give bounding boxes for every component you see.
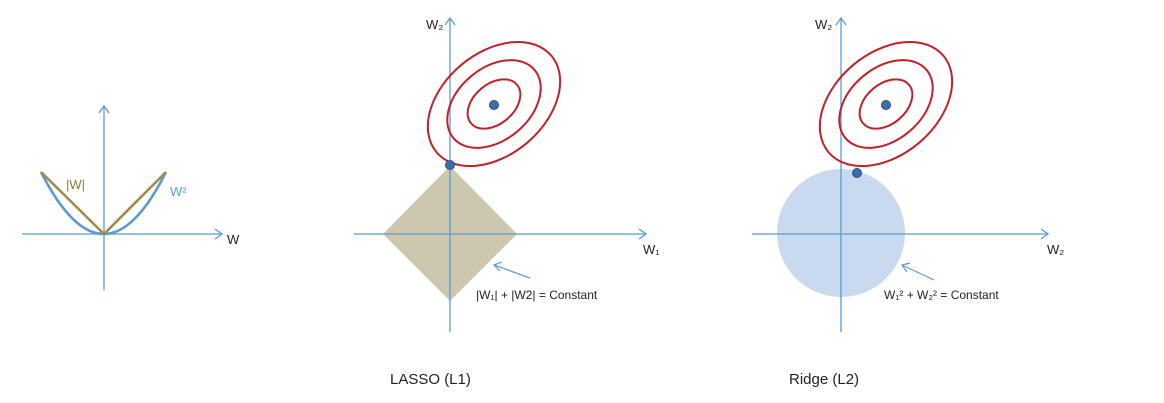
lasso-panel: W₂ W₁ |W₁| + |W2| = Constant LASSO (L1) xyxy=(354,16,660,388)
absolute-penalty-curve xyxy=(40,171,167,236)
lasso-loss-contours xyxy=(426,40,562,168)
lasso-pointer-line xyxy=(493,264,531,279)
lasso-contour-inner xyxy=(466,78,522,130)
penalty-x-arrow-icon xyxy=(214,228,224,240)
lasso-contour-middle xyxy=(446,59,542,149)
lasso-ols-optimum-point xyxy=(489,100,499,110)
ridge-contour-middle xyxy=(838,59,934,149)
ridge-constraint-label: W₁² + W₂² = Constant xyxy=(884,288,999,302)
ridge-loss-contours xyxy=(818,40,954,168)
lasso-caption: LASSO (L1) xyxy=(390,371,471,388)
penalty-axis-label: W xyxy=(227,232,240,247)
lasso-y-arrow-icon xyxy=(444,16,456,26)
lasso-solution-point xyxy=(445,160,455,170)
lasso-x-arrow-icon xyxy=(638,228,648,240)
ridge-contour-inner xyxy=(858,78,914,130)
lasso-pointer-arrow-icon xyxy=(492,261,503,272)
ridge-x-arrow-icon xyxy=(1040,228,1050,240)
lasso-constraint-label: |W₁| + |W2| = Constant xyxy=(476,288,598,302)
ridge-solution-point xyxy=(852,168,862,178)
penalty-y-arrow-icon xyxy=(98,104,110,114)
lasso-y-axis-label: W₂ xyxy=(426,17,443,32)
ridge-y-axis-label: W₂ xyxy=(815,17,832,32)
ridge-y-arrow-icon xyxy=(835,16,847,26)
ridge-pointer-arrow-icon xyxy=(900,262,911,273)
ridge-ols-optimum-point xyxy=(881,100,891,110)
ridge-pointer-line xyxy=(901,264,935,281)
ridge-caption: Ridge (L2) xyxy=(789,371,859,388)
ridge-x-axis-label: W₂ xyxy=(1047,242,1064,257)
lasso-contour-outer xyxy=(426,40,562,168)
abs-curve-label: |W| xyxy=(66,177,85,192)
lasso-x-axis-label: W₁ xyxy=(643,242,660,257)
ridge-panel: W₂ W₂ W₁² + W₂² = Constant Ridge (L2) xyxy=(752,16,1064,388)
ridge-contour-outer xyxy=(818,40,954,168)
penalty-panel: |W| W² W xyxy=(22,104,240,290)
sq-curve-label: W² xyxy=(170,184,187,199)
